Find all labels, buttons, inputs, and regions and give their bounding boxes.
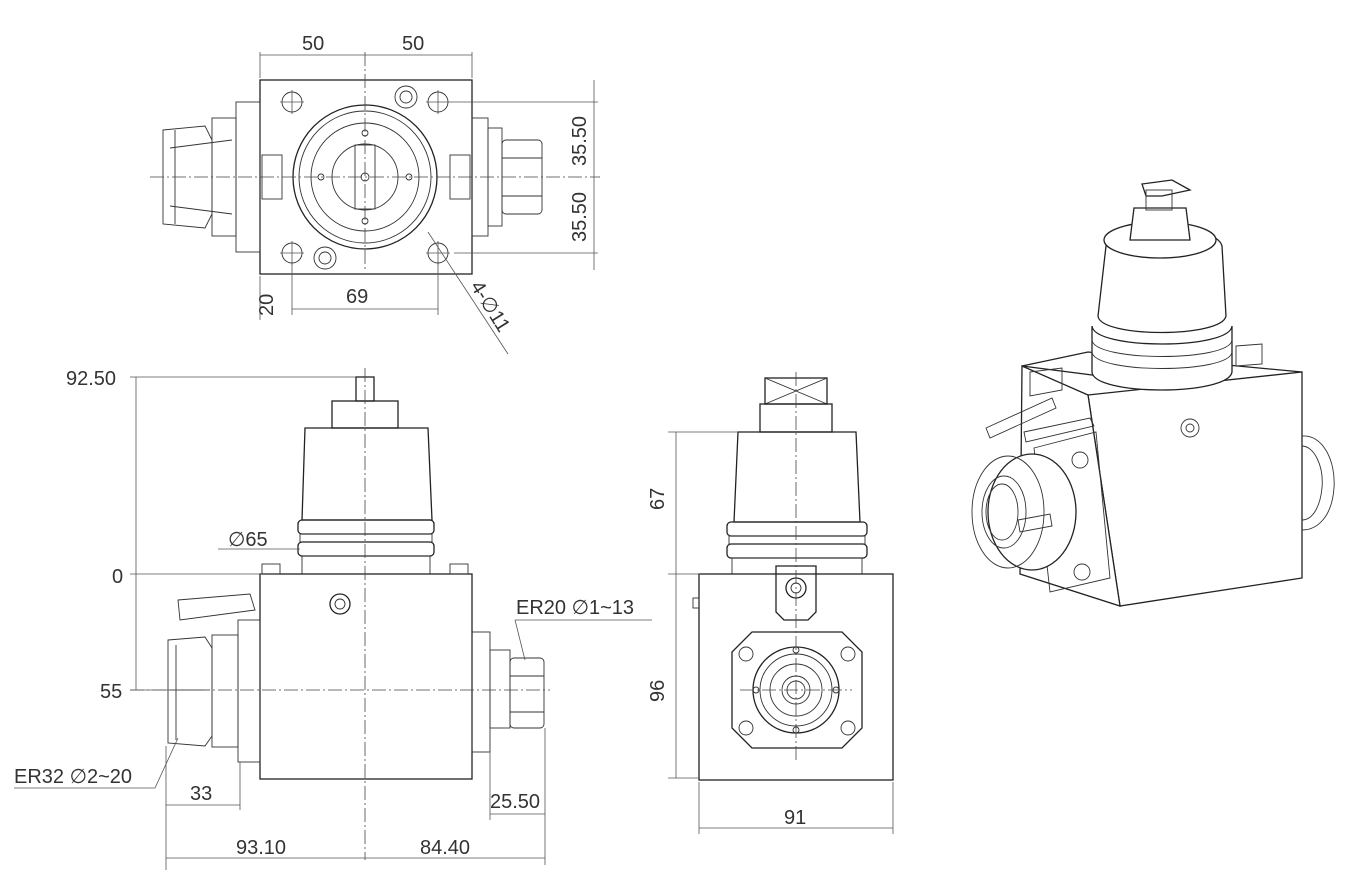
dim-front-width: 91 bbox=[784, 807, 806, 829]
dim-side-diameter: ∅65 bbox=[228, 529, 268, 551]
dim-top-edge-offset: 20 bbox=[256, 294, 278, 316]
dim-top-holes: 4-∅11 bbox=[466, 277, 514, 336]
dim-top-width-left: 50 bbox=[302, 33, 324, 55]
dim-top-hole-spacing: 69 bbox=[346, 286, 368, 308]
side-view: 92.50 0 55 ∅65 ER20 ∅1~13 ER32 ∅2~20 33 … bbox=[14, 368, 652, 870]
dim-side-offset-33: 33 bbox=[190, 783, 212, 805]
dim-front-height-lower: 96 bbox=[647, 680, 669, 702]
dim-side-offset-2550: 25.50 bbox=[490, 791, 540, 813]
dim-side-collet-right: ER20 ∅1~13 bbox=[516, 597, 634, 619]
dim-top-width-right: 50 bbox=[402, 33, 424, 55]
dim-side-height-top: 92.50 bbox=[66, 368, 116, 390]
dim-top-height-lower: 35.50 bbox=[569, 192, 591, 242]
dim-side-height-bottom: 55 bbox=[100, 681, 122, 703]
front-view: 67 96 91 bbox=[647, 372, 894, 834]
top-view: 50 50 35.50 35.50 20 69 4-∅11 bbox=[150, 33, 600, 355]
dim-side-width-left: 93.10 bbox=[236, 837, 286, 859]
dim-side-collet-left: ER32 ∅2~20 bbox=[14, 766, 132, 788]
dim-top-height-upper: 35.50 bbox=[569, 116, 591, 166]
dim-side-zero: 0 bbox=[112, 566, 123, 588]
dim-front-height-upper: 67 bbox=[647, 488, 669, 510]
dim-side-width-right: 84.40 bbox=[420, 837, 470, 859]
isometric-view bbox=[971, 179, 1335, 607]
